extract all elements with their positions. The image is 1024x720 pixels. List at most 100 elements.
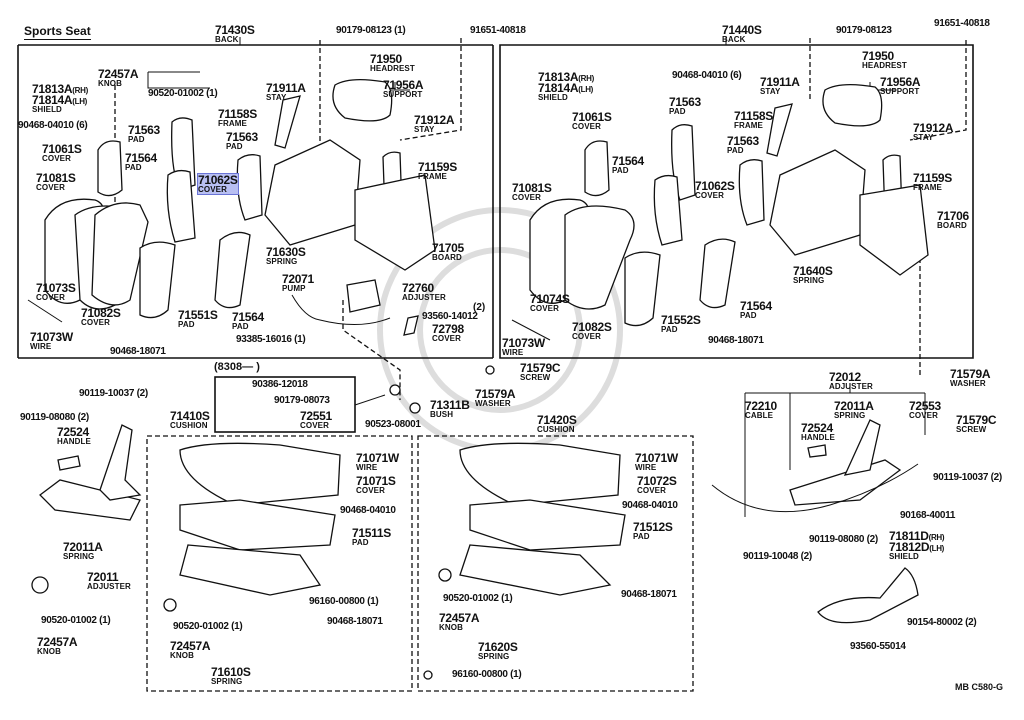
callout-90468-04010-d[interactable]: 90468-04010 [622,500,678,511]
callout-90468-04010-6-r[interactable]: 90468-04010 (6) [672,70,742,81]
callout-71812d[interactable]: 71812D(LH)SHIELD [889,540,945,561]
callout-90119-10037[interactable]: 90119-10037 (2) [79,388,148,399]
callout-90468-04010-6[interactable]: 90468-04010 (6) [18,120,88,131]
callout-90179-08123[interactable]: 90179-08123 (1) [336,25,406,36]
callout-90520-01002-d[interactable]: 90520-01002 (1) [443,593,513,604]
callout-71814a[interactable]: 71814A(LH)SHIELD [32,93,88,114]
callout-96160-00800-d[interactable]: 96160-00800 (1) [452,669,522,680]
callout-90119-08080[interactable]: 90119-08080 (2) [20,412,89,423]
callout-71813a[interactable]: 71813A(RH) [32,82,88,96]
callout-90520-01002-c[interactable]: 90520-01002 (1) [173,621,243,632]
callout-90468-18071[interactable]: 90468-18071 [110,346,166,357]
callout-90154-80002[interactable]: 90154-80002 (2) [907,617,977,628]
callout-90386-12018[interactable]: 90386-12018 [252,379,308,390]
callout-90179-08073[interactable]: 90179-08073 [274,395,330,406]
callout-90119-10037-r[interactable]: 90119-10037 (2) [933,472,1002,483]
callout-90468-18071-d[interactable]: 90468-18071 [621,589,677,600]
callout-91651-40818-r[interactable]: 91651-40818 [934,18,990,29]
callout-90468-04010-c[interactable]: 90468-04010 [340,505,396,516]
callout-93385-16016[interactable]: 93385-16016 (1) [236,334,306,345]
callout-93560-14012[interactable]: 93560-14012 [422,311,478,322]
callout-93560-55014[interactable]: 93560-55014 [850,641,906,652]
callout-90523-08001[interactable]: 90523-08001 [365,419,421,430]
callout-90468-18071-c[interactable]: 90468-18071 [327,616,383,627]
callout-90520-01002-top[interactable]: 90520-01002 (1) [148,88,218,99]
callout-90119-10048[interactable]: 90119-10048 (2) [743,551,812,562]
callout-90168-40011[interactable]: 90168-40011 [900,510,956,521]
callout-71811d[interactable]: 71811D(RH) [889,529,945,543]
callout-90119-08080-r[interactable]: 90119-08080 (2) [809,534,878,545]
callout-71814a-r[interactable]: 71814A(LH)SHIELD [538,81,594,102]
callout-90179-08123-r[interactable]: 90179-08123 [836,25,892,36]
callout-90468-18071-r[interactable]: 90468-18071 [708,335,764,346]
callout-90520-01002-l[interactable]: 90520-01002 (1) [41,615,111,626]
callout-96160-00800-l[interactable]: 96160-00800 (1) [309,596,379,607]
